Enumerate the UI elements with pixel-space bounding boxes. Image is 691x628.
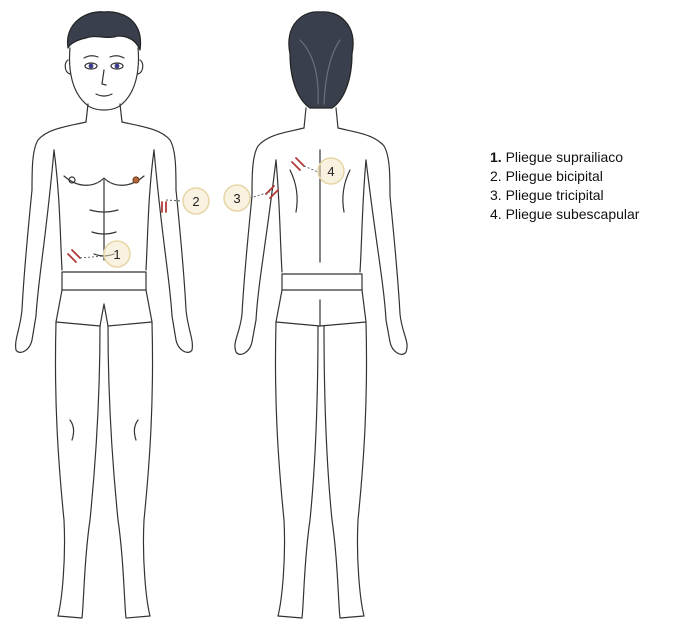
legend-label: Pliegue subescapular <box>506 206 640 222</box>
legend-number: 1. <box>490 149 502 165</box>
back-left-leg <box>275 322 318 618</box>
back-right-leg <box>324 322 367 618</box>
front-head <box>70 48 139 110</box>
back-figure <box>235 12 407 618</box>
front-right-arm <box>154 150 192 352</box>
front-hair <box>68 12 141 50</box>
marker-2: 2 <box>183 188 209 214</box>
marker-1-label: 1 <box>113 247 120 262</box>
front-left-arm <box>16 150 54 352</box>
marker-3: 3 <box>224 185 250 211</box>
marker-4: 4 <box>318 158 344 184</box>
front-figure <box>16 12 193 618</box>
legend-number: 4. <box>490 206 502 222</box>
fold-legend: 1. Pliegue suprailiaco 2. Pliegue bicipi… <box>490 148 639 224</box>
legend-item-suprailiaco: 1. Pliegue suprailiaco <box>490 148 639 167</box>
legend-label: Pliegue suprailiaco <box>506 149 624 165</box>
back-hair <box>289 12 353 108</box>
front-left-leg <box>55 322 100 618</box>
legend-item-subescapular: 4. Pliegue subescapular <box>490 205 639 224</box>
legend-label: Pliegue bicipital <box>506 168 603 184</box>
back-shorts <box>282 274 362 290</box>
legend-number: 3. <box>490 187 502 203</box>
legend-number: 2. <box>490 168 502 184</box>
front-shorts <box>62 272 146 290</box>
marker-4-label: 4 <box>327 164 334 179</box>
marker-2-label: 2 <box>192 194 199 209</box>
legend-label: Pliegue tricipital <box>506 187 604 203</box>
marker-1: 1 <box>104 241 130 267</box>
legend-item-bicipital: 2. Pliegue bicipital <box>490 167 639 186</box>
legend-item-tricipital: 3. Pliegue tricipital <box>490 186 639 205</box>
marker-3-label: 3 <box>233 191 240 206</box>
back-right-arm <box>366 160 407 354</box>
front-right-leg <box>108 322 153 618</box>
